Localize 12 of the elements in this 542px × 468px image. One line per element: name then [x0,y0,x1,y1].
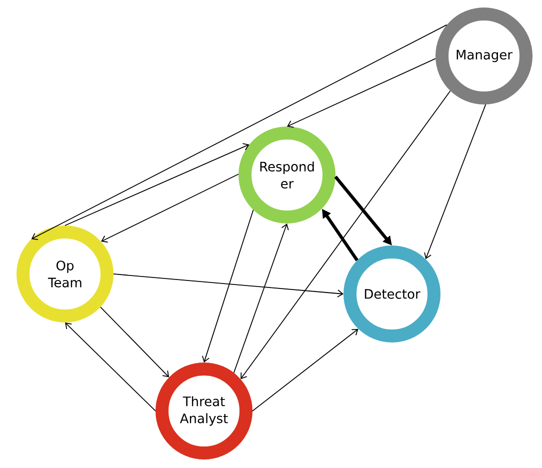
arrow [100,306,170,378]
arrow [64,143,250,226]
arrow [252,328,358,412]
arrow [240,90,451,380]
arrow [202,209,254,362]
arrow [233,224,289,374]
arrow [101,174,239,243]
arrow [424,104,486,260]
arrow [287,58,436,128]
arrow [31,24,448,240]
arrow [113,274,344,298]
arrow [65,322,156,412]
